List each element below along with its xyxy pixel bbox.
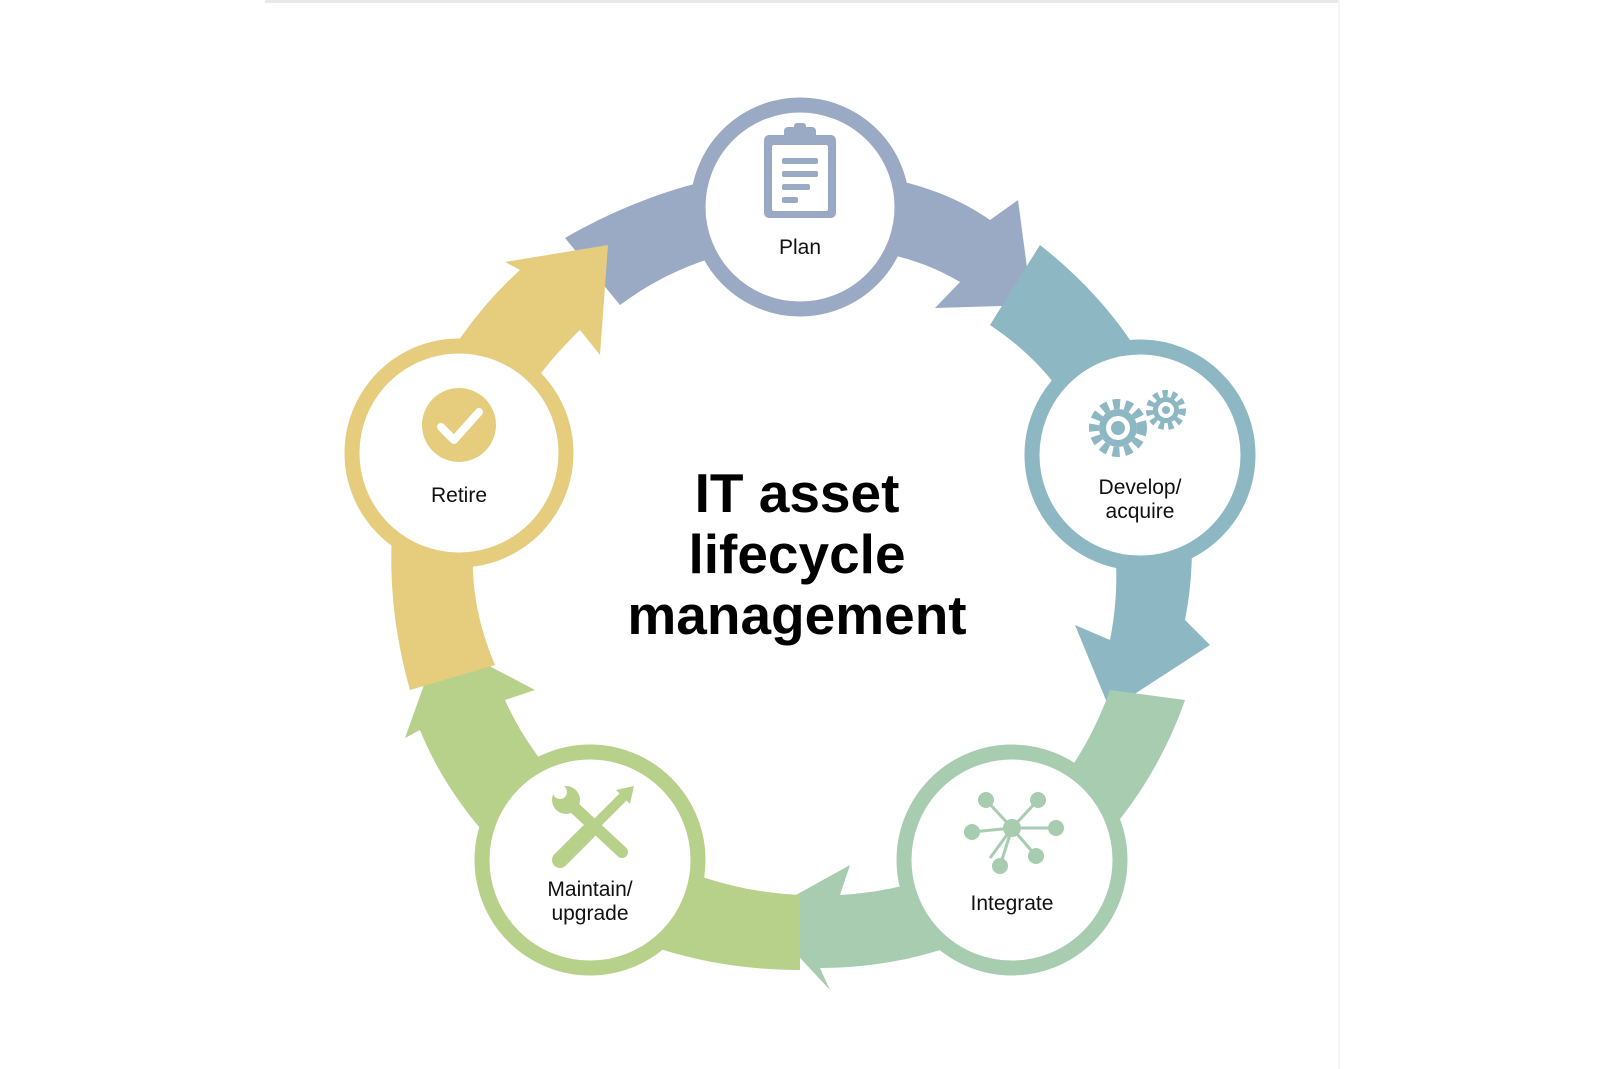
- title-line-3: management: [627, 584, 966, 646]
- stage-retire: Retire: [344, 338, 574, 568]
- title-line-1: IT asset: [695, 462, 900, 524]
- checkmark-icon: [422, 388, 496, 462]
- stage-plan: Plan: [690, 97, 910, 317]
- arrow-integrate-to-maintain: [760, 690, 1185, 990]
- wrench-screwdriver-icon: [552, 785, 634, 868]
- stage-develop: Develop/ acquire: [1024, 339, 1256, 571]
- stage-develop-ring: [1024, 339, 1256, 571]
- center-title: IT asset lifecycle management: [627, 462, 966, 646]
- stage-integrate-ring: [896, 744, 1128, 976]
- top-border-line: [265, 0, 1340, 3]
- clipboard-icon: [764, 123, 836, 218]
- stage-maintain-label-line-2: upgrade: [551, 902, 628, 925]
- stage-maintain-label-line-1: Maintain/: [547, 878, 632, 901]
- gears-icon: [1089, 390, 1186, 457]
- title-line-2: lifecycle: [688, 523, 905, 585]
- stage-develop-label-line-1: Develop/: [1099, 476, 1182, 499]
- stage-plan-label: Plan: [779, 236, 821, 259]
- arrow-retire-to-plan: [391, 245, 608, 690]
- network-icon: [964, 792, 1064, 874]
- stage-integrate-label: Integrate: [971, 892, 1054, 915]
- stage-develop-label-line-2: acquire: [1106, 500, 1175, 523]
- stage-maintain-ring: [474, 744, 706, 976]
- stage-maintain: Maintain/ upgrade: [474, 744, 706, 976]
- stage-integrate: Integrate: [896, 744, 1128, 976]
- stage-retire-label: Retire: [431, 484, 487, 507]
- right-border-line: [1338, 0, 1340, 1069]
- arrow-develop-to-integrate: [990, 245, 1210, 710]
